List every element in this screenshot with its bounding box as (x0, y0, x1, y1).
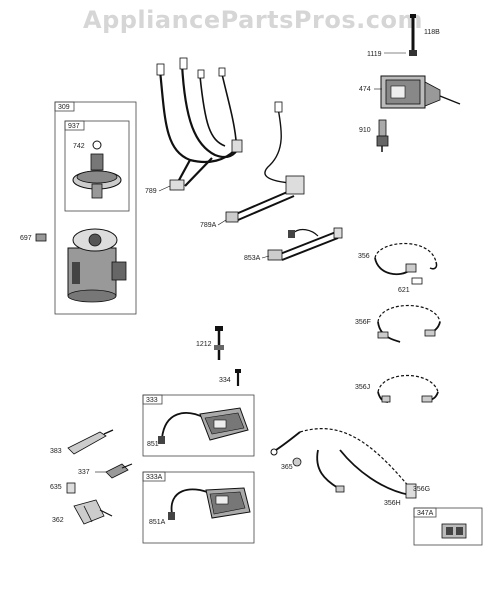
label-334: 334 (219, 377, 231, 384)
label-1212: 1212 (196, 341, 212, 348)
label-333: 333 (146, 397, 158, 404)
label-356: 356 (358, 253, 370, 260)
part-333a-rectifier (168, 487, 251, 520)
label-356g: 356G (413, 486, 430, 493)
part-742-clip (92, 140, 102, 150)
part-356-wire (374, 242, 438, 276)
label-356j: 356J (355, 384, 370, 391)
part-474-ignition-armature (380, 75, 461, 109)
label-1119: 1119 (367, 51, 382, 58)
label-356f: 356F (355, 319, 371, 326)
part-621-clip (411, 277, 423, 285)
label-383: 383 (50, 448, 62, 455)
label-635: 635 (50, 484, 62, 491)
part-937-drive-gear (72, 153, 122, 199)
part-789-wire-harness (156, 57, 243, 191)
box-309 (54, 101, 137, 315)
part-356f-wire (377, 305, 441, 343)
part-334-screw (235, 369, 241, 386)
part-337-terminal (105, 463, 133, 479)
label-337: 337 (78, 469, 90, 476)
label-333a: 333A (146, 474, 163, 481)
part-309-starter-motor (67, 228, 127, 303)
part-356j-wire (377, 374, 439, 403)
label-365: 365 (281, 464, 293, 471)
box-347a (413, 507, 483, 546)
label-937: 937 (68, 123, 80, 130)
part-118b-screw (409, 14, 417, 56)
part-853a-wire (267, 227, 343, 261)
label-789a: 789A (200, 222, 217, 229)
part-356h-wire (316, 449, 417, 499)
label-851: 851 (147, 441, 159, 448)
box-937 (64, 120, 130, 212)
label-621: 621 (398, 287, 410, 294)
part-347a-connector (441, 523, 467, 539)
part-697-bolt (35, 233, 47, 242)
watermark-text: AppliancePartsPros.com (83, 6, 423, 34)
part-333-rectifier (158, 407, 249, 444)
label-356h: 356H (384, 500, 401, 507)
label-910: 910 (359, 127, 371, 134)
label-742: 742 (73, 143, 85, 150)
part-789a-wire-harness (225, 101, 305, 223)
part-910-spark-plug (376, 119, 389, 152)
part-383-handle (67, 429, 114, 455)
label-851a: 851A (149, 519, 166, 526)
box-333a (142, 471, 255, 544)
label-347a: 347A (417, 510, 434, 517)
part-1212-bolt (214, 326, 224, 360)
label-697: 697 (20, 235, 32, 242)
part-362-wire-assembly (73, 499, 113, 525)
label-309: 309 (58, 104, 70, 111)
part-365-nut (292, 457, 302, 467)
part-356g-wire (270, 428, 411, 489)
label-853a: 853A (244, 255, 261, 262)
label-474: 474 (359, 86, 371, 93)
label-789: 789 (145, 188, 157, 195)
part-635-nut (66, 482, 76, 494)
box-333 (142, 394, 255, 457)
label-118b: 118B (424, 29, 440, 36)
label-362: 362 (52, 517, 64, 524)
